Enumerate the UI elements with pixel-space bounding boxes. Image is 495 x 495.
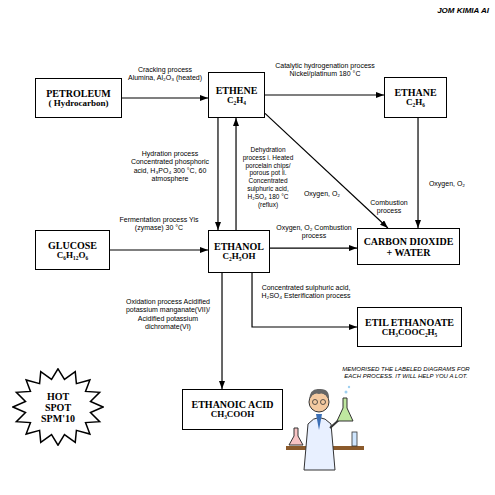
compound-name: ETIL ETHANOATE	[365, 317, 454, 328]
process-condition: Oxygen, O₂ Combustion process	[274, 224, 354, 241]
compound-box: ETHANOLC₂H₅OH	[208, 230, 270, 273]
starburst-badge: HOT SPOT SPM'10	[12, 368, 104, 446]
flask	[289, 428, 303, 445]
compound-box: ETHANOIC ACIDCH₃COOH	[182, 389, 283, 430]
reaction-arrow	[235, 118, 236, 230]
reaction-arrow	[122, 97, 208, 98]
process-condition: Cracking process Alumina, Al₂O₃ (heated)	[124, 66, 206, 83]
compound-name: ETHANE	[394, 87, 436, 98]
glasses	[313, 400, 318, 405]
chemical-formula: C₆H₁₂O₆	[57, 251, 88, 261]
compound-name: GLUCOSE	[48, 240, 97, 251]
process-condition: Fermentation process Yis (zymase) 30 °C	[113, 216, 205, 233]
advice-note: MEMORISED THE LABELED DIAGRAMS FOR EACH …	[340, 366, 472, 380]
compound-name: CARBON DIOXIDE + WATER	[360, 236, 457, 258]
compound-box: ETIL ETHANOATECH₃COOC₂H₅	[357, 307, 462, 347]
compound-name: PETROLEUM	[46, 88, 110, 99]
shirt-tie	[316, 414, 322, 430]
reaction-arrow	[252, 273, 357, 327]
compound-box: PETROLEUM( Hydrocarbon)	[35, 78, 122, 118]
test-tube	[352, 432, 357, 446]
chemical-formula: C₂H₄	[227, 96, 246, 106]
reaction-arrow	[270, 247, 357, 248]
bubble	[345, 391, 348, 394]
compound-box: ETHANEC₂H₆	[384, 77, 447, 118]
compound-name: ETHANOL	[214, 241, 264, 252]
process-condition: Concentrated sulphuric acid, H₂SO₄ Ester…	[258, 284, 354, 301]
process-label: Combustion process	[363, 199, 415, 216]
process-condition: Oxygen, O₂	[300, 190, 344, 198]
chemical-formula: CH₃COOC₂H₅	[382, 328, 438, 338]
chemical-formula: C₂H₆	[406, 98, 425, 108]
glasses	[321, 400, 326, 405]
compound-box: GLUCOSEC₆H₁₂O₆	[35, 230, 110, 270]
product-box: CARBON DIOXIDE + WATER	[357, 228, 460, 265]
flask	[337, 398, 353, 421]
compound-name: ETHANOIC ACID	[192, 399, 274, 410]
reaction-arrow	[221, 273, 222, 389]
process-condition: Catalytic hydrogenation process Nickel/p…	[268, 62, 382, 79]
reaction-arrow	[217, 118, 218, 230]
process-condition: Dehydration process i. Heated porcelain …	[240, 146, 296, 208]
reaction-arrow	[110, 249, 208, 250]
watermark: JOM KIMIA AI	[405, 6, 489, 16]
reaction-arrow	[265, 94, 384, 95]
reaction-arrow	[417, 118, 418, 228]
compound-name: HOT SPOT SPM'10	[33, 391, 83, 424]
compound-name: ETHENE	[216, 85, 258, 96]
process-condition: Oxidation process Acidified potassium ma…	[118, 298, 218, 332]
scientist-hair	[309, 389, 329, 400]
compound-box: ETHENEC₂H₄	[208, 72, 265, 118]
chemical-formula: C₂H₅OH	[223, 252, 256, 262]
bubble	[348, 386, 350, 388]
chemical-formula: ( Hydrocarbon)	[48, 99, 108, 109]
starburst-shape	[13, 369, 103, 445]
chemical-formula: CH₃COOH	[211, 410, 255, 420]
process-condition: Hydration process Concentrated phosphori…	[126, 150, 214, 184]
process-condition: Oxygen, O₂	[422, 180, 472, 188]
